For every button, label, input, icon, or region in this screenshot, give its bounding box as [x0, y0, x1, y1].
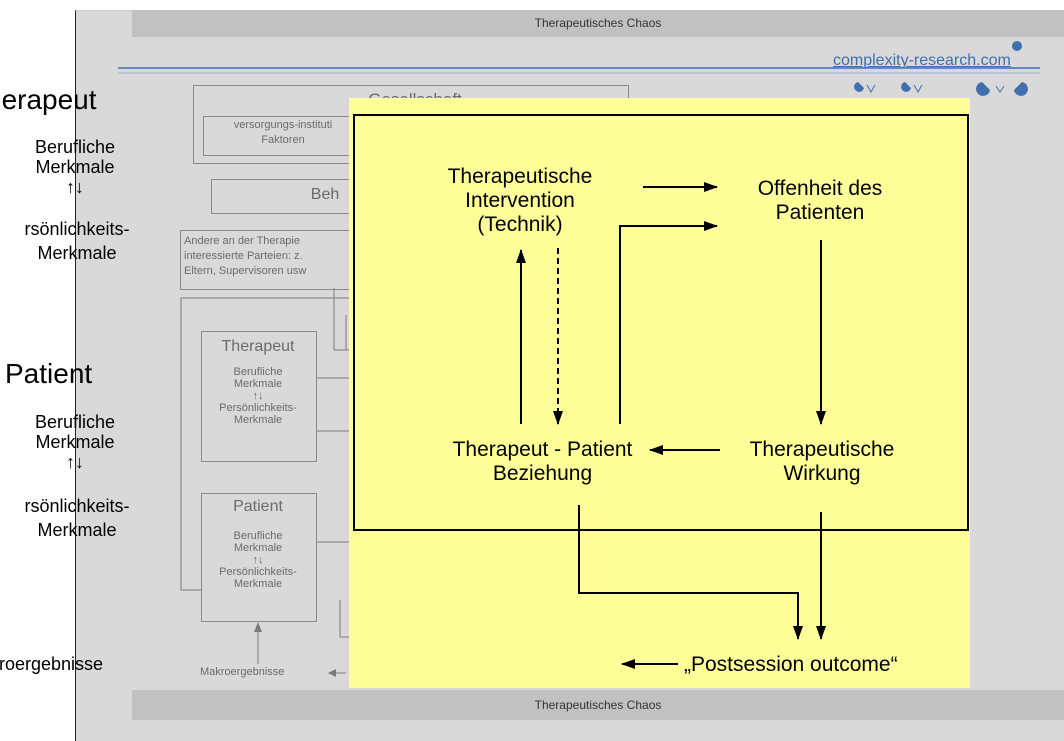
patient-box — [201, 493, 317, 622]
overflow-therapist-line4: Merkmale — [37, 243, 117, 263]
overflow-patient-text: Berufliche Merkmale ↑↓ — [0, 412, 150, 472]
effect-line2: Wirkung — [783, 462, 861, 485]
intervention-line3: (Technik) — [477, 213, 563, 236]
overflow-patient-text2: rsönlichkeits- Merkmale — [0, 494, 162, 542]
openness-line2: Patienten — [775, 201, 865, 224]
society-sub-line2: Faktoren — [261, 134, 305, 146]
overflow-therapist-line1: Berufliche — [34, 137, 116, 157]
society-sub-box — [203, 116, 365, 156]
patient-box-line2: Merkmale — [233, 542, 283, 554]
therapist-box-line4: Merkmale — [233, 414, 283, 426]
overflow-patient-line2: Merkmale — [35, 432, 115, 452]
node-outcome: „Postsession outcome“ — [684, 653, 898, 676]
patient-box-line1: Berufliche — [233, 530, 283, 542]
node-intervention: Therapeutische Intervention (Technik) — [420, 165, 620, 237]
others-text: Andere an der Therapie interessierte Par… — [184, 234, 364, 279]
overflow-patient-title: Patient — [5, 358, 93, 389]
header-band: Therapeutisches Chaos — [132, 10, 1064, 37]
others-line1: Andere an der Therapie — [184, 235, 300, 247]
society-sub-line1: versorgungs-instituti — [233, 119, 333, 131]
footer-band: Therapeutisches Chaos — [132, 690, 1064, 720]
overflow-therapist-text2: rsönlichkeits- Merkmale — [0, 217, 162, 265]
relation-line2: Beziehung — [492, 462, 593, 485]
beh-label: Beh — [310, 186, 340, 203]
overflow-patient-line1: Berufliche — [34, 412, 116, 432]
therapist-box-arrows: ↑↓ — [252, 390, 264, 402]
therapist-box-line3: Persönlichkeits- — [219, 402, 297, 414]
node-effect: Therapeutische Wirkung — [717, 438, 927, 486]
overflow-patient-line4: Merkmale — [37, 520, 117, 540]
others-line2: interessierte Parteien: z. — [184, 250, 303, 262]
therapist-box-text: Berufliche Merkmale ↑↓ Persönlichkeits- … — [201, 366, 315, 426]
therapist-box-title: Therapeut — [221, 338, 295, 355]
openness-line1: Offenheit des — [757, 177, 883, 200]
header-title: Therapeutisches Chaos — [534, 16, 662, 30]
patient-box-line3: Persönlichkeits- — [219, 566, 297, 578]
overflow-macro: kroergebnisse — [0, 654, 104, 674]
overflow-therapist-arrows: ↑↓ — [66, 177, 84, 197]
therapist-box-line1: Berufliche — [233, 366, 283, 378]
others-line3: Eltern, Supervisoren usw — [184, 265, 307, 277]
beh-box — [211, 179, 373, 214]
relation-line1: Therapeut - Patient — [452, 438, 633, 461]
macro-label: Makroergebnisse — [200, 666, 285, 678]
patient-box-title: Patient — [233, 498, 283, 515]
patient-box-line4: Merkmale — [233, 578, 283, 590]
logo-text: complexity-research.com — [833, 52, 1011, 69]
therapist-box-line2: Merkmale — [233, 378, 283, 390]
patient-box-arrows: ↑↓ — [252, 554, 264, 566]
node-openness: Offenheit des Patienten — [720, 177, 920, 225]
society-sub-text: versorgungs-instituti Faktoren — [203, 118, 363, 148]
intervention-line1: Therapeutische — [447, 165, 593, 188]
intervention-line2: Intervention — [465, 189, 575, 212]
overflow-therapist-text: Berufliche Merkmale ↑↓ — [0, 137, 150, 197]
effect-line1: Therapeutische — [749, 438, 895, 461]
overflow-patient-line3: rsönlichkeits- — [24, 496, 130, 516]
therapist-box — [201, 331, 317, 462]
overflow-therapist-line2: Merkmale — [35, 157, 115, 177]
others-box — [180, 230, 372, 290]
footer-title: Therapeutisches Chaos — [534, 698, 662, 712]
overflow-patient-arrows: ↑↓ — [66, 452, 84, 472]
node-relation: Therapeut - Patient Beziehung — [420, 438, 665, 486]
overflow-therapist-line3: rsönlichkeits- — [24, 219, 130, 239]
overflow-therapist-title: herapeut — [0, 84, 97, 115]
patient-box-text: Berufliche Merkmale ↑↓ Persönlichkeits- … — [201, 530, 315, 590]
